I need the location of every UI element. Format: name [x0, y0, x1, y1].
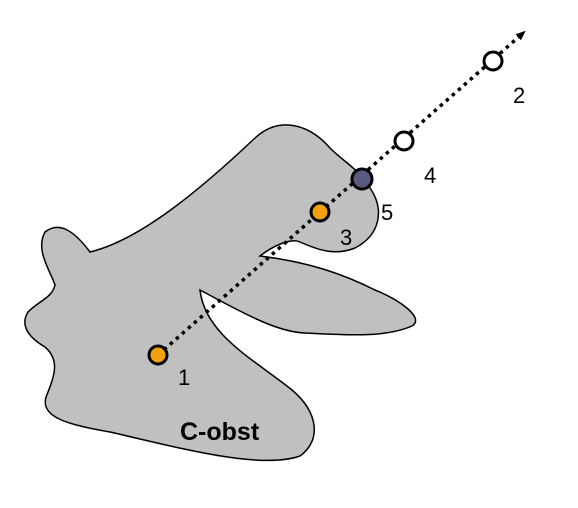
point-label-5: 5	[381, 200, 393, 225]
c-obstacle-label: C-obst	[180, 418, 260, 446]
sample-point-5	[350, 167, 374, 191]
point-label-2: 2	[513, 83, 525, 108]
sample-point-3	[309, 201, 331, 223]
sample-point-4	[393, 130, 415, 152]
sample-point-1	[147, 344, 169, 366]
point-label-4: 4	[424, 163, 436, 188]
sampling-path-line	[156, 30, 526, 357]
point-label-1: 1	[178, 365, 190, 390]
point-label-3: 3	[340, 225, 352, 250]
sample-point-2	[482, 50, 504, 72]
